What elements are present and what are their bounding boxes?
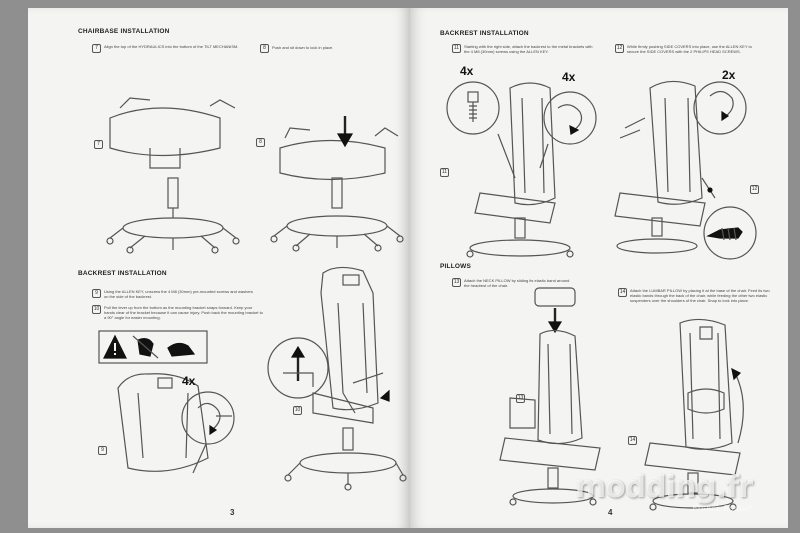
step-14-number: 14 (618, 288, 627, 297)
chairbase-align-illustration (106, 97, 240, 254)
lumbar-pillow-illustration (644, 318, 744, 511)
backrest-title-right: BACKREST INSTALLATION (440, 30, 529, 37)
page-number-left: 3 (230, 508, 235, 517)
chairbase-title: CHAIRBASE INSTALLATION (78, 28, 170, 35)
step-9-number: 9 (92, 289, 101, 298)
watermark-signature: Franck Bonnet (691, 504, 752, 513)
backrest-attach-illustration (446, 81, 597, 258)
step-13-marker: 13 (516, 394, 525, 403)
screws-multiplier: 4x (460, 64, 474, 78)
step-11-marker: 11 (440, 168, 449, 177)
side-cover-illustration (614, 80, 757, 260)
step-10-text: Pull the lever up from the bottom as the… (104, 305, 263, 320)
philips-multiplier: 2x (722, 68, 736, 82)
neck-pillow-illustration (499, 287, 601, 506)
warning-icons (98, 330, 208, 364)
step-8-text: Push and sit down to lock in place. (272, 45, 334, 50)
step-10-marker: 10 (293, 406, 302, 415)
step-8-number: 8 (260, 44, 269, 53)
right-page: BACKREST INSTALLATION 11 Starting with t… (410, 8, 788, 528)
step-14-marker: 14 (628, 436, 637, 445)
step-11-number: 11 (452, 44, 461, 53)
chairbase-push-illustration (270, 116, 404, 252)
step-10-number: 10 (92, 305, 101, 314)
step-7-text: Align the top of the HYDRAULICS into the… (104, 44, 239, 49)
step-9-text: Using the ALLEN KEY, unscrew the 4 M8 (3… (104, 289, 253, 299)
step-11-text: Starting with the right side, attach the… (464, 44, 593, 54)
step-12-number: 12 (615, 44, 624, 53)
step-12-text: While firmly pushing SIDE COVERS into pl… (627, 44, 752, 54)
page-number-right: 4 (608, 508, 613, 517)
step-7-marker: 7 (94, 140, 103, 149)
pillows-title: PILLOWS (440, 263, 472, 270)
step-8-marker: 8 (256, 138, 265, 147)
step-7-number: 7 (92, 44, 101, 53)
step-13-number: 13 (452, 278, 461, 287)
allen-key-multiplier: 4x (562, 70, 576, 84)
backrest-title-left: BACKREST INSTALLATION (78, 270, 167, 277)
watermark-logo: modding.fr (574, 470, 753, 505)
instruction-booklet: CHAIRBASE INSTALLATION 7 Align the top o… (28, 8, 788, 528)
step-13-text: Attach the NECK PILLOW by sliding its el… (464, 278, 570, 288)
backrest-multiplier-left: 4x (182, 374, 196, 388)
step-14-text: Attach the LUMBAR PILLOW by placing it a… (630, 288, 770, 303)
step-12-marker: 12 (750, 185, 759, 194)
backrest-unscrew-illustration (117, 373, 235, 474)
backrest-lever-illustration (267, 266, 407, 491)
left-page: CHAIRBASE INSTALLATION 7 Align the top o… (28, 8, 410, 528)
step-9-marker: 9 (98, 446, 107, 455)
